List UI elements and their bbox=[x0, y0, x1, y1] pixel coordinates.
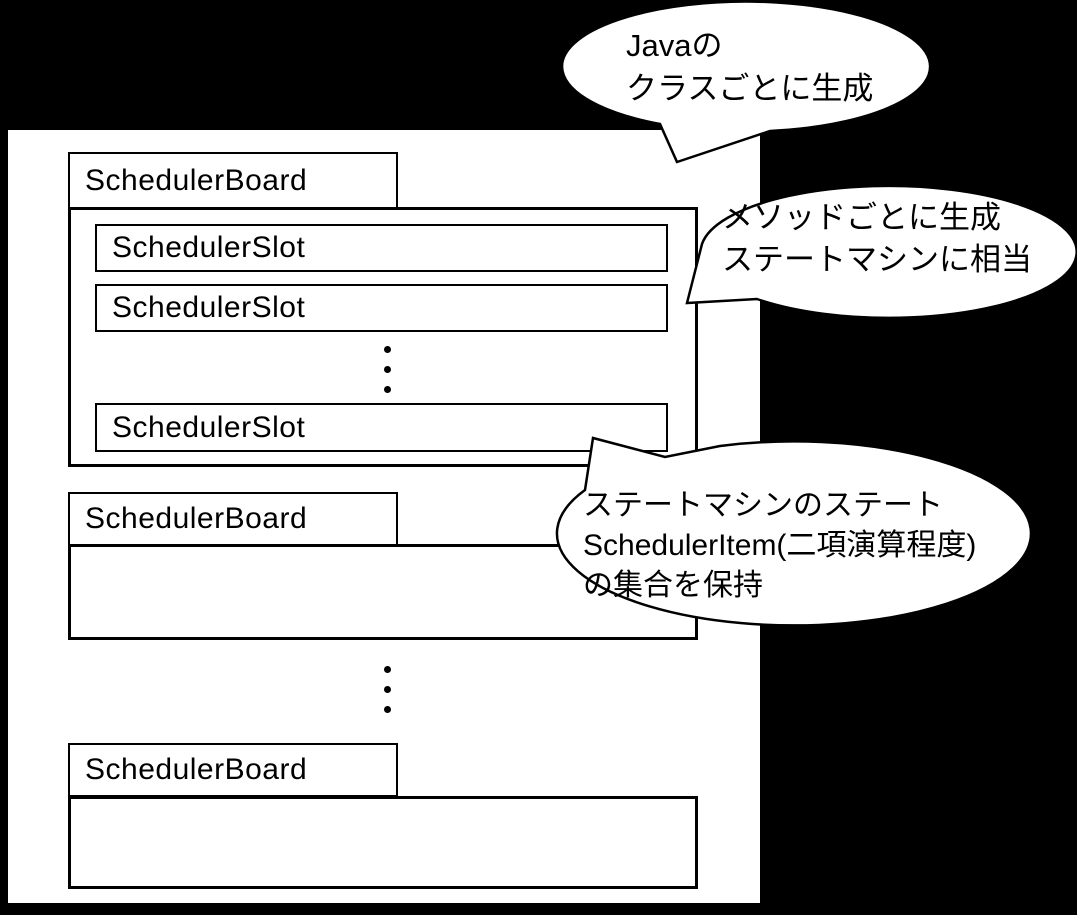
dot bbox=[384, 386, 391, 393]
scheduler-board-3-tab: SchedulerBoard bbox=[68, 743, 398, 797]
state-callout-bubble bbox=[555, 436, 1033, 627]
callout-line: ステートマシンに相当 bbox=[722, 242, 1032, 277]
callout-line: の集合を保持 bbox=[583, 569, 763, 602]
scheduler-slot-3: SchedulerSlot bbox=[95, 403, 668, 452]
dot bbox=[384, 366, 391, 373]
scheduler-slot-1-label: SchedulerSlot bbox=[112, 231, 306, 264]
scheduler-slot-2: SchedulerSlot bbox=[95, 284, 668, 332]
callout-line: ステートマシンのステート bbox=[583, 489, 943, 522]
callout-line: メソッドごとに生成 bbox=[722, 200, 1001, 235]
scheduler-slot-1: SchedulerSlot bbox=[95, 224, 668, 272]
scheduler-board-1-tab: SchedulerBoard bbox=[68, 152, 398, 209]
slot-ellipsis-dots bbox=[384, 346, 391, 393]
state-callout-text: ステートマシンのステート SchedulerItem(二項演算程度) の集合を保… bbox=[583, 486, 976, 606]
scheduler-slot-2-label: SchedulerSlot bbox=[112, 291, 306, 324]
scheduler-slot-3-label: SchedulerSlot bbox=[112, 410, 306, 444]
callout-line: クラスごとに生成 bbox=[626, 71, 874, 106]
scheduler-board-3-body bbox=[68, 796, 698, 889]
scheduler-board-2-label: SchedulerBoard bbox=[85, 502, 308, 535]
method-callout-text: メソッドごとに生成 ステートマシンに相当 bbox=[722, 197, 1032, 281]
dot bbox=[384, 346, 391, 353]
board-ellipsis-dots bbox=[384, 666, 391, 713]
dot bbox=[384, 706, 391, 713]
dot bbox=[384, 666, 391, 673]
scheduler-board-2-tab: SchedulerBoard bbox=[68, 492, 398, 546]
callout-line: Javaの bbox=[626, 28, 723, 63]
scheduler-board-1-label: SchedulerBoard bbox=[85, 163, 308, 197]
java-class-callout-text: Javaの クラスごとに生成 bbox=[626, 24, 873, 110]
scheduler-board-3-label: SchedulerBoard bbox=[85, 753, 308, 786]
dot bbox=[384, 686, 391, 693]
callout-line: SchedulerItem(二項演算程度) bbox=[583, 529, 977, 562]
method-callout-bubble bbox=[685, 184, 1077, 320]
java-class-callout-bubble bbox=[560, 0, 932, 164]
